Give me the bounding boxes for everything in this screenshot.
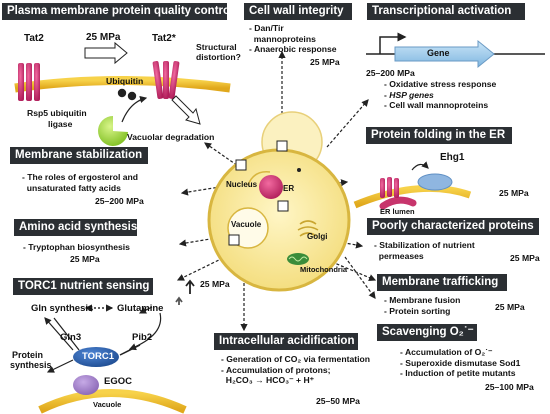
cellwall-item-3: - Anaerobic response: [249, 44, 337, 55]
gln-synthesis-label: Gln synthesis: [31, 303, 94, 314]
scav-item-3: - Induction of petite mutants: [400, 368, 516, 379]
golgi-label: Golgi: [307, 232, 328, 241]
connector-transcription: [326, 99, 369, 148]
amino-items: - Tryptophan biosynthesis: [23, 242, 130, 253]
poorly-pressure: 25 MPa: [510, 253, 540, 263]
tat2-label: Tat2: [24, 33, 44, 44]
plasma-graphics: [14, 41, 231, 146]
rsp5-ligase-shape: [98, 116, 128, 146]
amino-pressure: 25 MPa: [70, 254, 100, 264]
ehg1-label: Ehg1: [440, 152, 465, 163]
transcription-pressure: 25–200 MPa: [366, 68, 415, 78]
tat2-star-transporter: [152, 61, 180, 99]
distortion-label-1: Structural: [196, 42, 237, 52]
ehg1-shape: [417, 173, 453, 191]
protein-label-2: synthesis: [10, 360, 52, 370]
scav-pressure: 25–100 MPa: [485, 382, 534, 392]
yeast-cell: [207, 111, 351, 292]
marker-square-3: [277, 200, 289, 212]
torc1-title: TORC1 nutrient sensing: [13, 278, 153, 295]
folding-graphics: [353, 161, 472, 210]
cellwall-item-1: - Dan/Tir: [249, 23, 284, 33]
torc1-label: TORC1: [82, 351, 115, 362]
tat2-star-label: Tat2*: [152, 33, 176, 44]
acid-item-2: - Accumulation of protons;: [221, 364, 331, 375]
acid-equation: H₂CO₃ → HCO₃⁻ + H⁺: [225, 375, 315, 386]
gene-label: Gene: [427, 48, 450, 58]
vacuole-label: Vacuole: [231, 220, 262, 229]
ubiquitin-dot-1: [117, 88, 127, 98]
plasma-pressure: 25 MPa: [86, 32, 121, 43]
er-label: ER: [283, 184, 295, 193]
poorly-item-2: permeases: [378, 250, 424, 261]
transcription-items: - Oxidative stress response - HSP genes …: [384, 79, 496, 111]
egoc-shape: [73, 375, 99, 395]
egoc-label: EGOC: [104, 376, 132, 387]
trafficking-item-1: - Membrane fusion: [384, 295, 461, 305]
mitochondria-body: [287, 253, 309, 265]
cellwall-title: Cell wall integrity: [244, 3, 352, 20]
trafficking-title: Membrane trafficking: [377, 274, 507, 291]
pib2-label: Pib2: [132, 332, 153, 343]
mitochondria-label: Mitochondria: [300, 265, 348, 274]
membrane-stab-items: - The roles of ergosterol and unsaturate…: [22, 172, 138, 193]
folding-pressure: 25 MPa: [499, 188, 529, 198]
transcription-title: Transcriptional activation: [367, 3, 525, 20]
torc1-graphics: [38, 279, 195, 414]
glutamine-label: Glutamine: [117, 303, 164, 314]
rsp5-label-1: Rsp5 ubiquitin: [27, 108, 87, 118]
scav-title: Scavenging O₂˙⁻: [377, 324, 477, 341]
membrane-stab-title: Membrane stabilization: [10, 147, 148, 164]
amino-title: Amino acid synthesis: [14, 219, 137, 236]
acid-item-1: - Generation of CO₂ via fermentation: [221, 354, 370, 364]
vacuole-torc1-label: Vacuole: [93, 400, 122, 409]
rsp5-label-2: ligase: [48, 119, 73, 129]
tat2-transporter: [18, 63, 40, 101]
marker-square-2: [276, 140, 288, 152]
scav-item-1: - Accumulation of O₂˙⁻: [400, 347, 493, 357]
trafficking-item-2: - Protein sorting: [384, 305, 451, 316]
gln3-label: Gln3: [60, 332, 82, 343]
er-body: [259, 175, 283, 199]
poorly-item-1: - Stabilization of nutrient: [374, 240, 475, 250]
cellwall-items: - Dan/Tir mannoproteins - Anaerobic resp…: [249, 23, 337, 55]
vacuolar-degradation-label: Vacuolar degradation: [127, 132, 215, 142]
membrane-stab-item-2: unsaturated fatty acids: [26, 182, 121, 193]
transcription-item-3: - Cell wall mannoproteins: [384, 100, 489, 111]
acid-title: Intracellular acidification: [214, 333, 358, 350]
connector-torc1: [176, 257, 224, 281]
plasma-title: Plasma membrane protein quality control: [2, 3, 233, 20]
amino-item-1: - Tryptophan biosynthesis: [23, 242, 130, 252]
transcription-item-2: - HSP genes: [384, 89, 434, 100]
er-lumen-label: ER lumen: [380, 207, 415, 216]
transcription-item-1: - Oxidative stress response: [384, 79, 497, 89]
ubiquitin-label: Ubiquitin: [106, 76, 144, 86]
scav-item-2: - Superoxide dismutase Sod1: [400, 357, 521, 368]
protein-label-1: Protein: [12, 350, 44, 360]
torc1-pressure: 25 MPa: [200, 279, 230, 289]
membrane-stab-pressure: 25–200 MPa: [95, 196, 144, 206]
marker-square-4: [228, 234, 240, 246]
folding-title: Protein folding in the ER: [366, 127, 512, 144]
distortion-label-2: distortion?: [196, 52, 241, 62]
membrane-stab-item-1: - The roles of ergosterol and: [22, 172, 139, 182]
cellwall-item-2: mannoproteins: [253, 33, 316, 44]
poorly-title: Poorly characterized proteins: [367, 218, 539, 235]
transcription-graphics: [366, 32, 545, 69]
nucleus-label: Nucleus: [226, 180, 258, 189]
ubiquitin-dot-2: [127, 91, 137, 101]
connector-amino: [178, 235, 229, 247]
torc1-shape: [73, 347, 119, 367]
trafficking-items: - Membrane fusion - Protein sorting: [384, 295, 460, 316]
scav-items: - Accumulation of O₂˙⁻ - Superoxide dism…: [400, 347, 520, 379]
connector-scav: [344, 256, 376, 299]
acid-pressure: 25–50 MPa: [316, 396, 360, 406]
golgi-body: [297, 220, 319, 237]
acid-items: - Generation of CO₂ via fermentation - A…: [221, 354, 370, 386]
trafficking-pressure: 25 MPa: [495, 302, 525, 312]
poorly-items: - Stabilization of nutrient permeases: [374, 240, 475, 261]
marker-square-1: [235, 159, 247, 171]
cellwall-pressure: 25 MPa: [310, 57, 340, 67]
